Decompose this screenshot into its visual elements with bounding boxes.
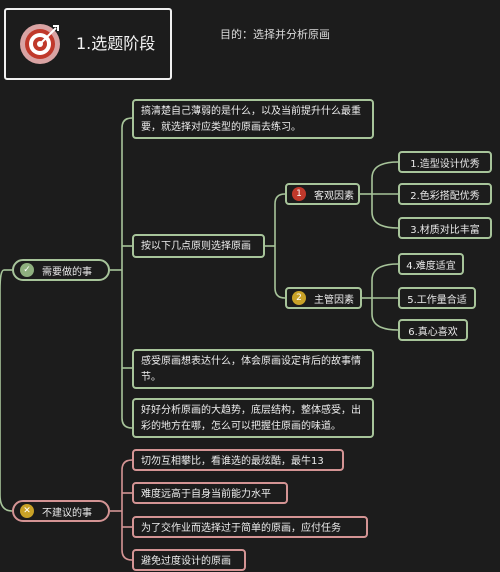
not-recommended-item[interactable]: 避免过度设计的原画 <box>132 549 246 571</box>
subjective-item[interactable]: 4.难度适宜 <box>398 253 464 275</box>
objective-item[interactable]: 3.材质对比丰富 <box>398 217 492 239</box>
subjective-factors-node[interactable]: 2 主管因素 <box>285 287 362 309</box>
objective-item[interactable]: 1.造型设计优秀 <box>398 151 492 173</box>
objective-label: 客观因素 <box>314 190 354 202</box>
not-recommended-item[interactable]: 难度远高于自身当前能力水平 <box>132 482 288 504</box>
not-recommended-label: 不建议的事 <box>42 507 92 519</box>
understand-node[interactable]: 搞清楚自己薄弱的是什么，以及当前提升什么最重要，就选择对应类型的原画去练习。 <box>132 99 374 139</box>
goal-text: 目的：选择并分析原画 <box>220 28 330 41</box>
principles-node[interactable]: 按以下几点原则选择原画 <box>132 234 265 258</box>
target-icon <box>20 24 60 64</box>
should-do-label: 需要做的事 <box>42 266 92 278</box>
check-icon: ✓ <box>20 263 34 277</box>
analyze-node[interactable]: 好好分析原画的大趋势，底层结构，整体感受，出彩的地方在哪，怎么可以把握住原画的味… <box>132 398 374 438</box>
objective-item[interactable]: 2.色彩搭配优秀 <box>398 183 492 205</box>
page-title: 1.选题阶段 <box>76 34 156 53</box>
not-recommended-item[interactable]: 为了交作业而选择过于简单的原画，应付任务 <box>132 516 368 538</box>
objective-factors-node[interactable]: 1 客观因素 <box>285 183 360 205</box>
subjective-item[interactable]: 5.工作量合适 <box>398 287 476 309</box>
not-recommended-node[interactable]: ✕ 不建议的事 <box>12 500 110 522</box>
subjective-label: 主管因素 <box>314 294 354 306</box>
number-badge-icon: 1 <box>292 187 306 201</box>
feel-node[interactable]: 感受原画想表达什么，体会原画设定背后的故事情节。 <box>132 349 374 389</box>
should-do-node[interactable]: ✓ 需要做的事 <box>12 259 110 281</box>
subjective-item[interactable]: 6.真心喜欢 <box>398 319 468 341</box>
not-recommended-item[interactable]: 切勿互相攀比，看谁选的最炫酷，最牛13 <box>132 449 344 471</box>
number-badge-icon: 2 <box>292 291 306 305</box>
cross-icon: ✕ <box>20 504 34 518</box>
